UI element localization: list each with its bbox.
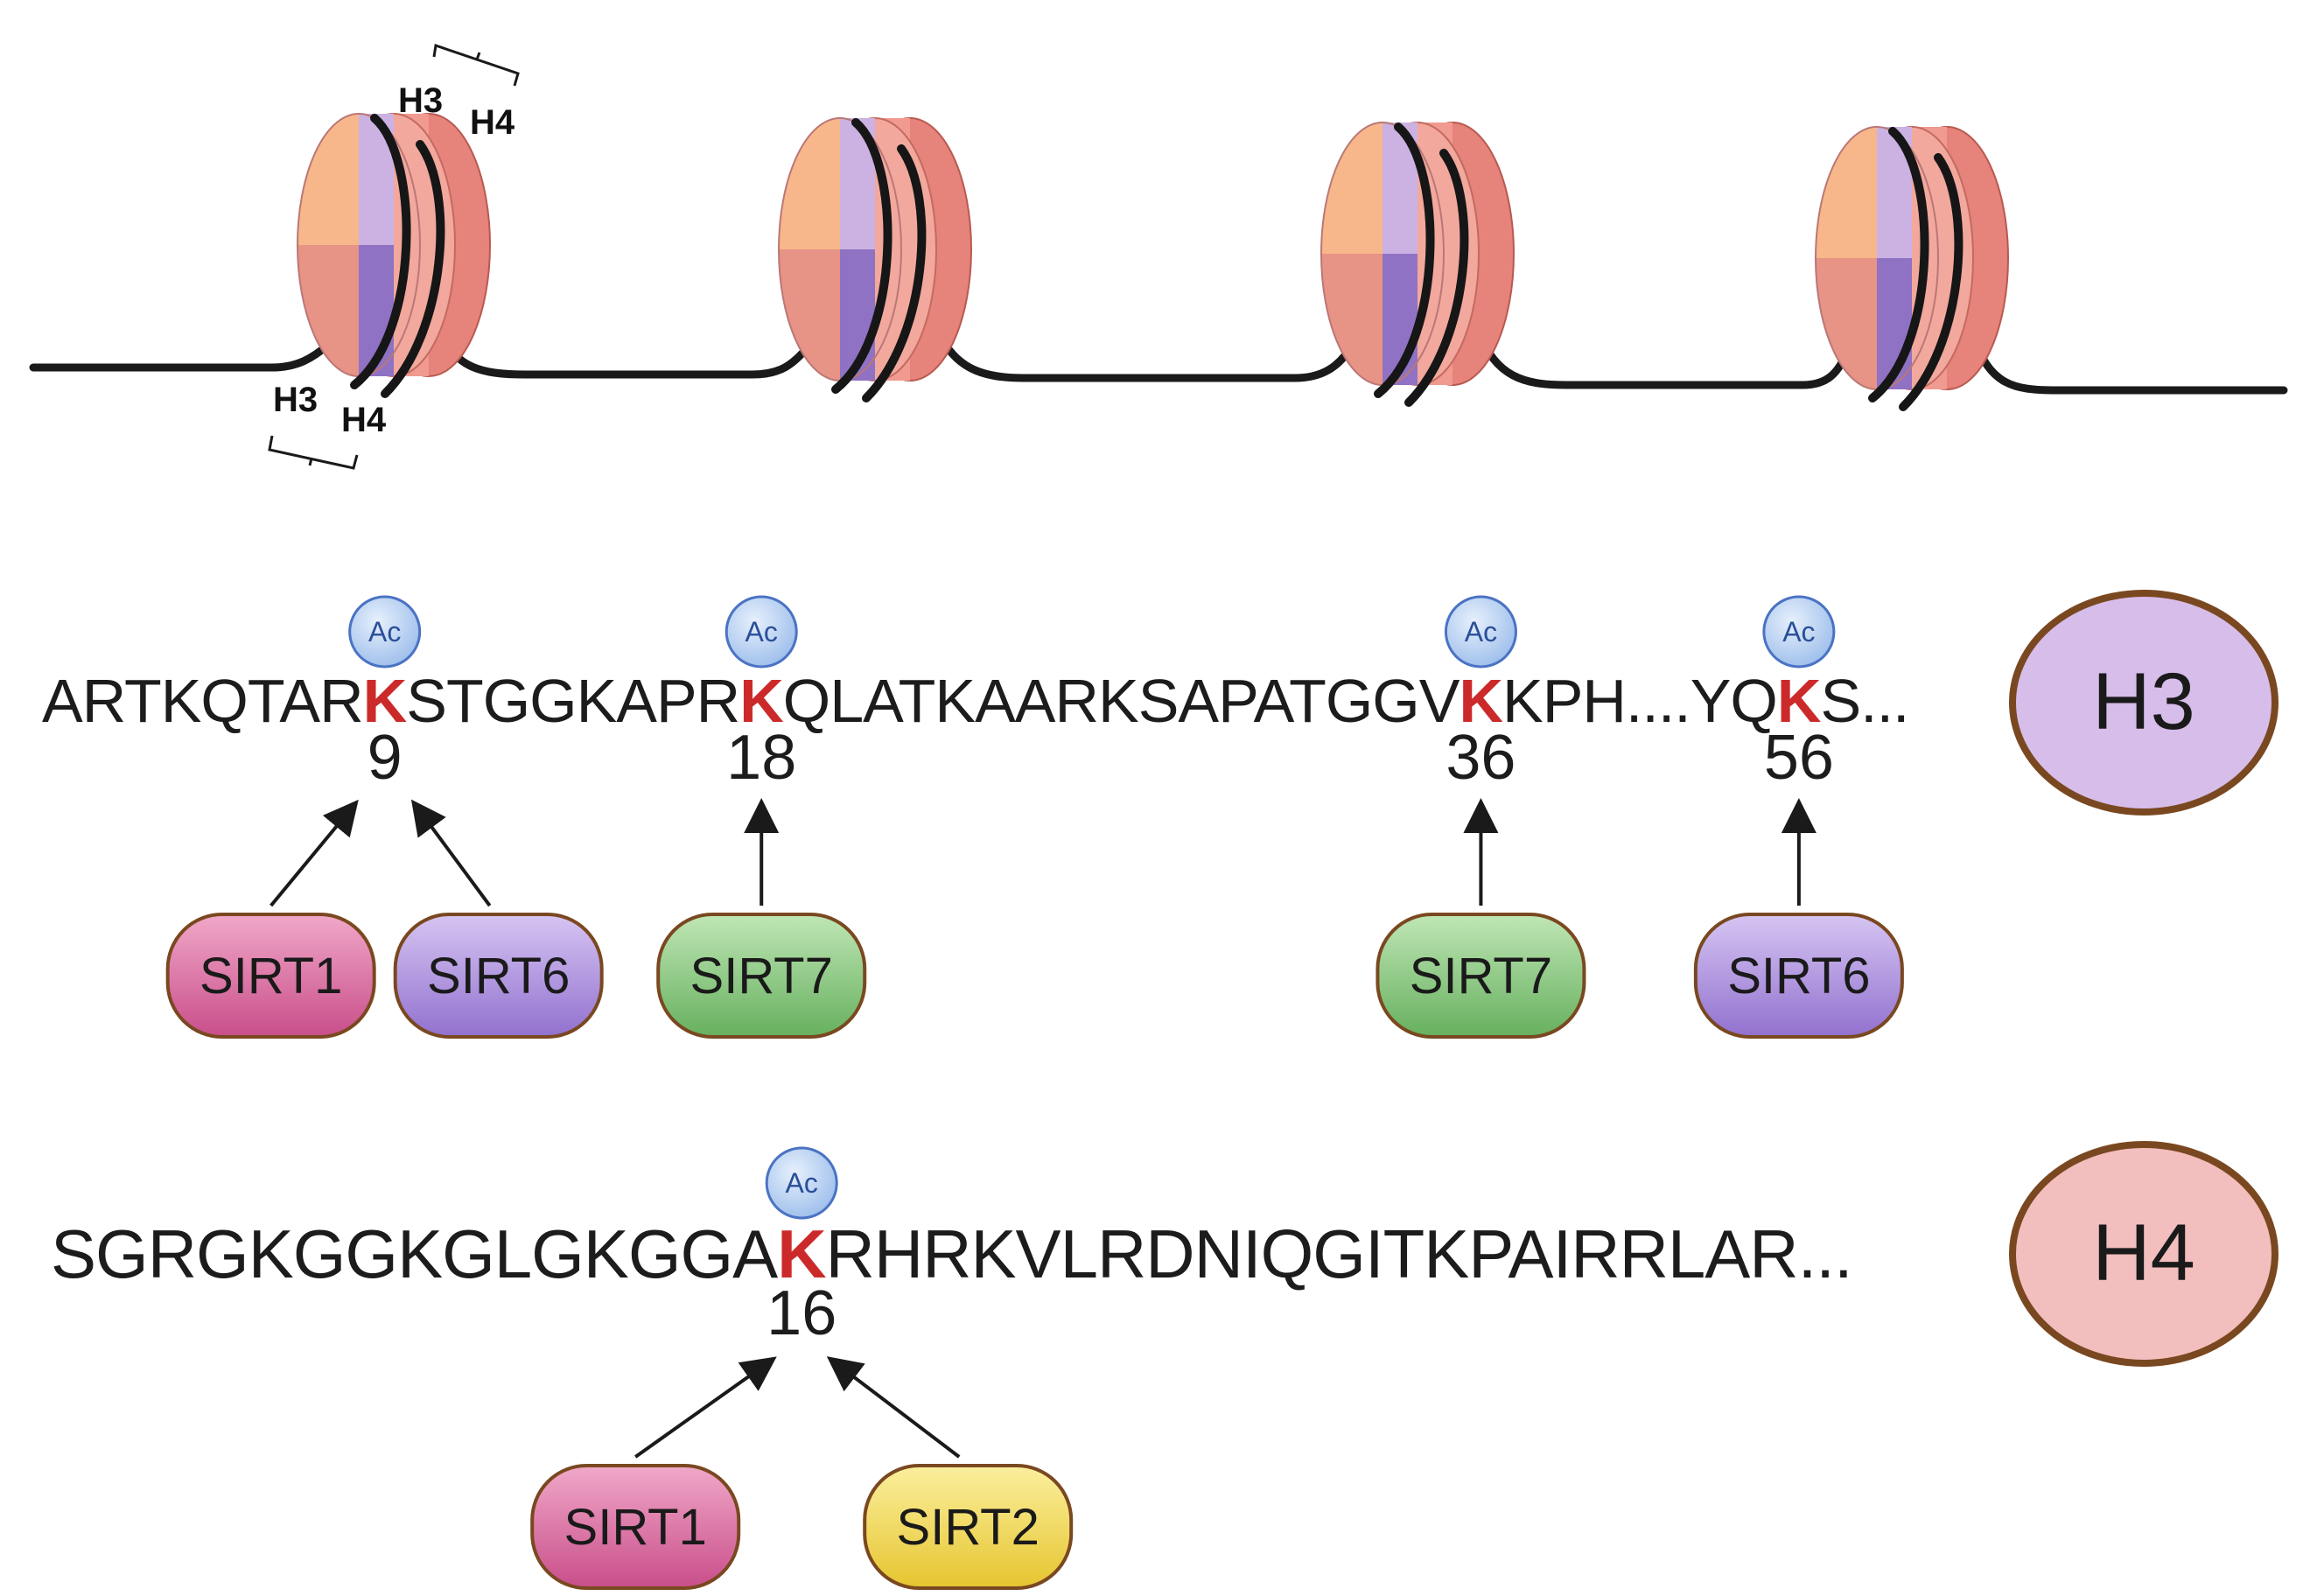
acetyl-label: Ac bbox=[1465, 616, 1497, 648]
enzyme-label: SIRT1 bbox=[200, 948, 342, 1004]
upper-h4-label: H4 bbox=[470, 103, 515, 142]
acetyl-marker: Ac bbox=[1444, 595, 1517, 668]
residue-number: 56 bbox=[1764, 723, 1834, 793]
acetyl-marker: Ac bbox=[348, 595, 422, 668]
lysine-residue: K bbox=[777, 1215, 826, 1292]
enzyme-pill-sirt6: SIRT6 bbox=[1693, 913, 1904, 1039]
lower-h3-label: H3 bbox=[273, 381, 318, 419]
sequence-segment: STGGKAPR bbox=[406, 667, 739, 735]
acetyl-marker: Ac bbox=[1762, 595, 1836, 668]
dna-strand bbox=[29, 324, 2288, 395]
residue-number: 18 bbox=[726, 723, 796, 793]
enzyme-pill-sirt2: SIRT2 bbox=[863, 1464, 1074, 1590]
enzyme-label: SIRT6 bbox=[427, 948, 570, 1004]
acetyl-label: Ac bbox=[746, 616, 778, 648]
nucleosome bbox=[297, 113, 491, 398]
nucleosome bbox=[778, 117, 972, 402]
sequence-segment: QLATKAARKSAPATGGV bbox=[783, 667, 1460, 735]
sequence-segment: S... bbox=[1820, 667, 1908, 735]
enzyme-pill-sirt6: SIRT6 bbox=[393, 913, 604, 1039]
enzyme-label: SIRT7 bbox=[690, 948, 833, 1004]
enzyme-label: SIRT2 bbox=[897, 1499, 1040, 1556]
enzyme-pill-sirt7: SIRT7 bbox=[1376, 913, 1586, 1039]
enzyme-label: SIRT6 bbox=[1727, 948, 1870, 1004]
enzyme-pill-sirt7: SIRT7 bbox=[656, 913, 867, 1039]
acetyl-marker: Ac bbox=[724, 595, 798, 668]
enzyme-arrow bbox=[634, 1356, 777, 1459]
enzyme-pill-sirt1: SIRT1 bbox=[530, 1464, 741, 1590]
lower-h4-label: H4 bbox=[341, 401, 387, 439]
enzyme-arrow bbox=[826, 1356, 961, 1459]
nucleosome bbox=[1815, 126, 2009, 411]
acetyl-label: Ac bbox=[368, 616, 401, 648]
lysine-residue: K bbox=[1777, 667, 1821, 735]
sequence-segment: KPH....YQ bbox=[1502, 667, 1777, 735]
nucleosome bbox=[1320, 122, 1515, 407]
h4-panel: SGRGKGGKGLGKGGAKRHRKVLRDNIQGITKPAIRRLAR.… bbox=[51, 1141, 2278, 1590]
lysine-residue: K bbox=[1459, 667, 1502, 735]
h3-panel: ARTKQTARKSTGGKAPRKQLATKAARKSAPATGGVKKPH.… bbox=[42, 590, 2278, 1039]
h4-badge: H4 bbox=[2009, 1141, 2278, 1367]
residue-number: 36 bbox=[1446, 723, 1516, 793]
enzyme-label: SIRT7 bbox=[1410, 948, 1552, 1004]
acetyl-label: Ac bbox=[786, 1167, 818, 1199]
upper-bracket bbox=[432, 44, 520, 87]
enzyme-pill-sirt1: SIRT1 bbox=[165, 913, 376, 1039]
sequence-segment: RHRKVLRDNIQGITKPAIRRLAR... bbox=[826, 1215, 1852, 1292]
acetyl-marker: Ac bbox=[765, 1146, 838, 1220]
residue-number: 16 bbox=[766, 1278, 836, 1348]
enzyme-label: SIRT1 bbox=[564, 1499, 707, 1556]
h4-badge-label: H4 bbox=[2092, 1208, 2195, 1298]
h3-badge-label: H3 bbox=[2092, 657, 2195, 746]
h3-badge: H3 bbox=[2009, 590, 2278, 816]
h3-sequence: ARTKQTARKSTGGKAPRKQLATKAARKSAPATGGVKKPH.… bbox=[42, 667, 1908, 735]
enzyme-arrow bbox=[270, 799, 359, 907]
acetyl-label: Ac bbox=[1782, 616, 1815, 648]
lysine-residue: K bbox=[363, 667, 407, 735]
chromatin-fiber: H3 H4 H3 H4 bbox=[29, 44, 2288, 470]
sequence-segment: ARTKQTAR bbox=[42, 667, 363, 735]
h4-sequence: SGRGKGGKGLGKGGAKRHRKVLRDNIQGITKPAIRRLAR.… bbox=[51, 1215, 1852, 1292]
lower-bracket bbox=[268, 435, 359, 470]
upper-h3-label: H3 bbox=[398, 81, 443, 120]
residue-number: 9 bbox=[368, 723, 402, 793]
lysine-residue: K bbox=[739, 667, 783, 735]
enzyme-arrow bbox=[410, 799, 492, 907]
sequence-segment: SGRGKGGKGLGKGGA bbox=[51, 1215, 778, 1292]
